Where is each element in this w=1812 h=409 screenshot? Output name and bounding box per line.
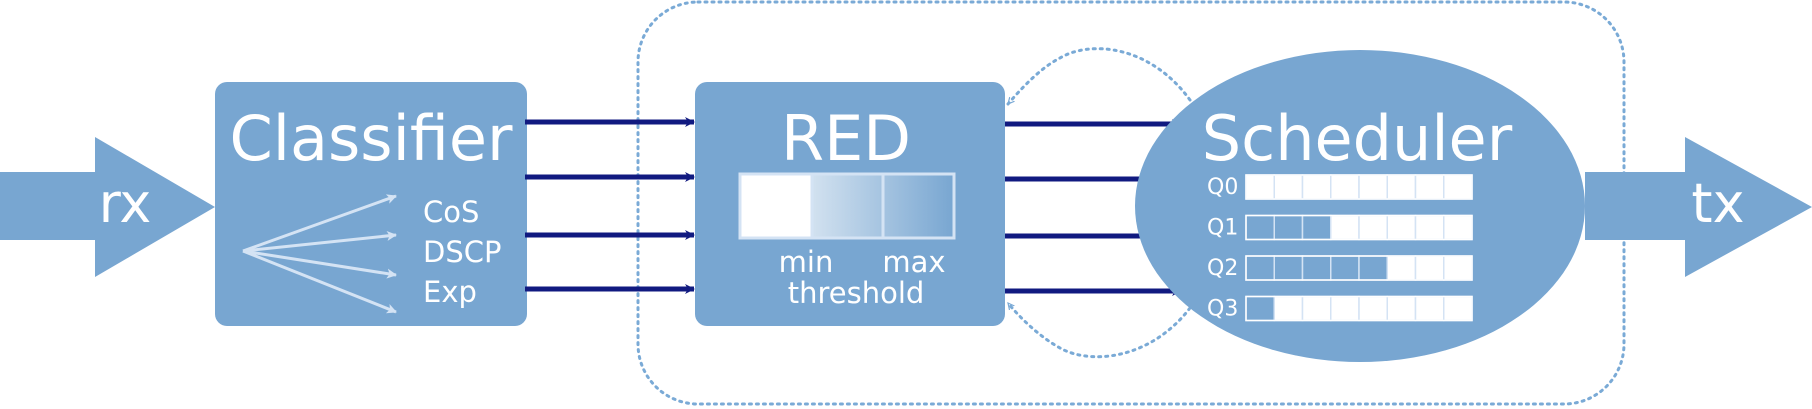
queue-label: Q1 [1207,216,1238,241]
classifier-field-exp: Exp [423,275,477,309]
tx-label: tx [1691,172,1744,235]
queue-cell-empty [1273,174,1304,200]
queue-cell-empty [1443,174,1473,200]
queue-cell-empty [1414,174,1445,200]
queue-label: Q0 [1207,175,1238,200]
queue-cell-empty [1443,255,1473,281]
queue-outline [1245,174,1473,200]
scheduler-title: Scheduler [1202,102,1513,175]
tx-output-arrow: tx [1585,137,1812,277]
queue-label: Q2 [1207,256,1238,281]
queue-cell-empty [1443,295,1473,322]
queue-outline [1245,214,1473,241]
queue-cell-empty [1414,214,1445,241]
queue-cell-filled [1273,255,1304,281]
red-threshold-label: threshold [788,276,925,310]
red-max-label: max [882,245,945,279]
feedback-arrows [1006,47,1192,359]
queue-cell-empty [1386,255,1417,281]
queue-cell-filled [1245,295,1275,322]
queue-cell-empty [1414,255,1445,281]
classifier-block: Classifier CoS DSCP Exp [215,82,527,326]
queue-cell-empty [1245,174,1275,200]
queue-cell-filled [1301,214,1332,241]
queue-cell-empty [1358,295,1388,322]
classifier-title: Classifier [229,102,513,175]
feedback-arrow-bottom [1006,301,1192,359]
queue-cell-empty [1414,295,1445,322]
queue-cell-filled [1330,255,1360,281]
classifier-to-red-arrows [525,117,695,294]
queue-outline [1245,255,1473,281]
queue-cell-filled [1245,214,1275,241]
classifier-field-cos: CoS [423,195,479,229]
queue-cell-filled [1273,214,1304,241]
queue-cell-empty [1330,174,1360,200]
queue-label: Q3 [1207,297,1238,322]
queue-cell-empty [1443,214,1473,241]
queue-cell-filled [1301,255,1332,281]
red-threshold-bar [738,172,956,240]
feedback-arrow-top [1006,47,1192,106]
classifier-fanout-arrows [242,194,397,314]
rx-input-arrow: rx [0,137,215,277]
queue-cell-empty [1386,214,1417,241]
queue-outline [1245,295,1473,322]
rx-label: rx [99,172,152,235]
red-min-label: min [779,245,834,279]
queue-cell-empty [1358,174,1388,200]
queue-cell-empty [1330,295,1360,322]
queue-cell-empty [1273,295,1304,322]
classifier-field-dscp: DSCP [423,235,501,269]
queue-cell-empty [1301,295,1332,322]
queue-cell-empty [1330,214,1360,241]
queue-cell-filled [1245,255,1275,281]
queue-cell-empty [1358,214,1388,241]
red-title: RED [781,102,911,175]
red-block: RED min max threshold [695,82,1005,326]
queue-cell-filled [1358,255,1388,281]
queue-cell-empty [1301,174,1332,200]
queue-cell-empty [1386,174,1417,200]
queue-cell-empty [1386,295,1417,322]
